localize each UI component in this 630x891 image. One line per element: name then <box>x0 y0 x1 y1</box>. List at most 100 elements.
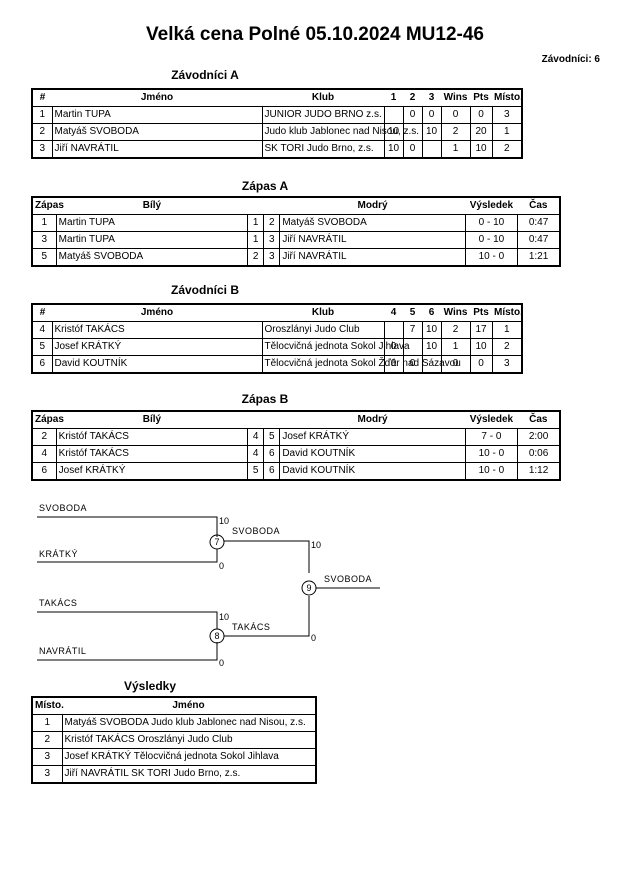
cell: 1 <box>31 214 57 232</box>
col-header: Čas <box>517 196 561 215</box>
cell <box>421 140 442 159</box>
elimination-bracket: SVOBODA KRÁTKÝ 10 0 7 SVOBODA TAKÁCS NAV… <box>37 503 380 668</box>
col-header: Wins <box>441 88 470 107</box>
table-row: 6 David KOUTNÍK Tělocvičná jednota Sokol… <box>31 355 523 374</box>
cell: 6 <box>263 445 281 463</box>
cell: Jiří NAVRÁTIL <box>279 231 466 249</box>
cell: 4 <box>247 428 265 446</box>
cell: 0:06 <box>517 445 561 463</box>
col-header: Pts <box>470 303 492 322</box>
match-node <box>209 628 225 644</box>
cell: Kristóf TAKÁCS <box>55 428 249 446</box>
cell: 0 <box>402 106 423 124</box>
cell: 0 - 10 <box>464 231 519 249</box>
bracket-score: 0 <box>311 633 316 643</box>
cell: Martin TUPA <box>55 231 249 249</box>
cell: 10 <box>383 140 404 159</box>
table-header-row: Místo. Jméno <box>31 696 317 715</box>
table-row: 6 Josef KRÁTKÝ 5 6 David KOUTNÍK 10 - 0 … <box>31 462 561 481</box>
cell: 2 <box>31 731 63 749</box>
cell: David KOUTNÍK <box>279 462 466 481</box>
cell: 3 <box>31 140 53 159</box>
col-header: Zápas <box>31 196 64 215</box>
group-b-heading: Závodníci B <box>170 283 239 297</box>
bracket-score: 10 <box>219 516 229 526</box>
cell: David KOUTNÍK <box>51 355 263 374</box>
bracket-name: NAVRÁTIL <box>39 646 86 656</box>
cell: Tělocvičná jednota Sokol Žďár nad Sázavo… <box>261 355 461 374</box>
cell: 2 <box>440 321 471 339</box>
cell: 3 <box>263 248 281 267</box>
bracket-name: TAKÁCS <box>232 622 270 632</box>
cell: 0 - 10 <box>464 214 519 232</box>
cell: 1 <box>440 140 471 159</box>
cell: 4 <box>247 445 265 463</box>
cell: 1 <box>440 338 471 356</box>
cell: 3 <box>31 748 63 766</box>
col-header: Modrý <box>279 410 466 429</box>
match-b-table: Zápas Bílý Modrý Výsledek Čas 2 Kristóf … <box>31 410 561 481</box>
page-title: Velká cena Polné 05.10.2024 MU12-46 <box>146 24 484 45</box>
table-header-row: # Jméno Klub 4 5 6 Wins Pts Místo. <box>31 303 523 322</box>
cell: 10 - 0 <box>464 248 519 267</box>
bracket-name: KRÁTKÝ <box>39 549 78 559</box>
cell: 0 <box>402 140 423 159</box>
cell: 7 <box>402 321 423 339</box>
cell: 1 <box>247 231 265 249</box>
cell: 6 <box>31 462 57 481</box>
cell: 1:12 <box>517 462 561 481</box>
cell: 0:47 <box>517 231 561 249</box>
col-header: Bílý <box>56 410 248 429</box>
col-header: Čas <box>517 410 561 429</box>
cell: 3 <box>31 231 57 249</box>
cell: 10 - 0 <box>464 445 519 463</box>
cell: 10 <box>421 123 442 141</box>
cell: 17 <box>469 321 493 339</box>
cell: 0 <box>469 106 493 124</box>
cell: Matyáš SVOBODA <box>51 123 263 141</box>
match-node <box>209 534 225 550</box>
cell: Josef KRÁTKÝ <box>279 428 466 446</box>
col-header: 4 <box>384 303 403 322</box>
cell: Matyáš SVOBODA <box>279 214 466 232</box>
table-row: 3 Josef KRÁTKÝ Tělocvičná jednota Sokol … <box>31 748 317 766</box>
bracket-name: SVOBODA <box>324 574 372 584</box>
cell: 2 <box>491 140 523 159</box>
table-row: 2 Kristóf TAKÁCS 4 5 Josef KRÁTKÝ 7 - 0 … <box>31 428 561 446</box>
cell: 10 <box>421 321 442 339</box>
match-number: 8 <box>214 631 219 641</box>
col-header <box>263 410 280 429</box>
cell: 1 <box>491 321 523 339</box>
cell: Martin TUPA <box>51 106 263 124</box>
col-header: 1 <box>384 88 403 107</box>
col-header: 3 <box>422 88 441 107</box>
cell: 5 <box>263 428 281 446</box>
col-header: Wins <box>441 303 470 322</box>
bracket-name: TAKÁCS <box>39 598 77 608</box>
cell: David KOUTNÍK <box>279 445 466 463</box>
cell: Kristóf TAKÁCS <box>51 321 263 339</box>
cell: 2 <box>263 214 281 232</box>
cell: 2 <box>31 428 57 446</box>
col-header: Místo. <box>492 303 523 322</box>
table-row: 2 Kristóf TAKÁCS Oroszlányi Judo Club <box>31 731 317 749</box>
cell: 4 <box>31 321 53 339</box>
cell: Jiří NAVRÁTIL <box>51 140 263 159</box>
bracket-line <box>37 611 218 629</box>
cell: Martin TUPA <box>55 214 249 232</box>
cell: Josef KRÁTKÝ Tělocvičná jednota Sokol Ji… <box>61 748 317 766</box>
col-header: 6 <box>422 303 441 322</box>
col-header: Místo. <box>492 88 523 107</box>
table-row: 4 Kristóf TAKÁCS Oroszlányi Judo Club 7 … <box>31 321 523 339</box>
col-header: # <box>31 303 52 322</box>
cell: Matyáš SVOBODA <box>55 248 249 267</box>
table-row: 3 Jiří NAVRÁTIL SK TORI Judo Brno, z.s. … <box>31 140 523 159</box>
col-header: Jméno <box>52 303 262 322</box>
cell: 6 <box>31 355 53 374</box>
cell: 10 <box>469 140 493 159</box>
table-header-row: # Jméno Klub 1 2 3 Wins Pts Místo. <box>31 88 523 107</box>
group-b-table: # Jméno Klub 4 5 6 Wins Pts Místo. 4 Kri… <box>31 303 523 374</box>
cell: 10 - 0 <box>464 462 519 481</box>
cell: 2 <box>31 123 53 141</box>
col-header: Zápas <box>31 410 64 429</box>
